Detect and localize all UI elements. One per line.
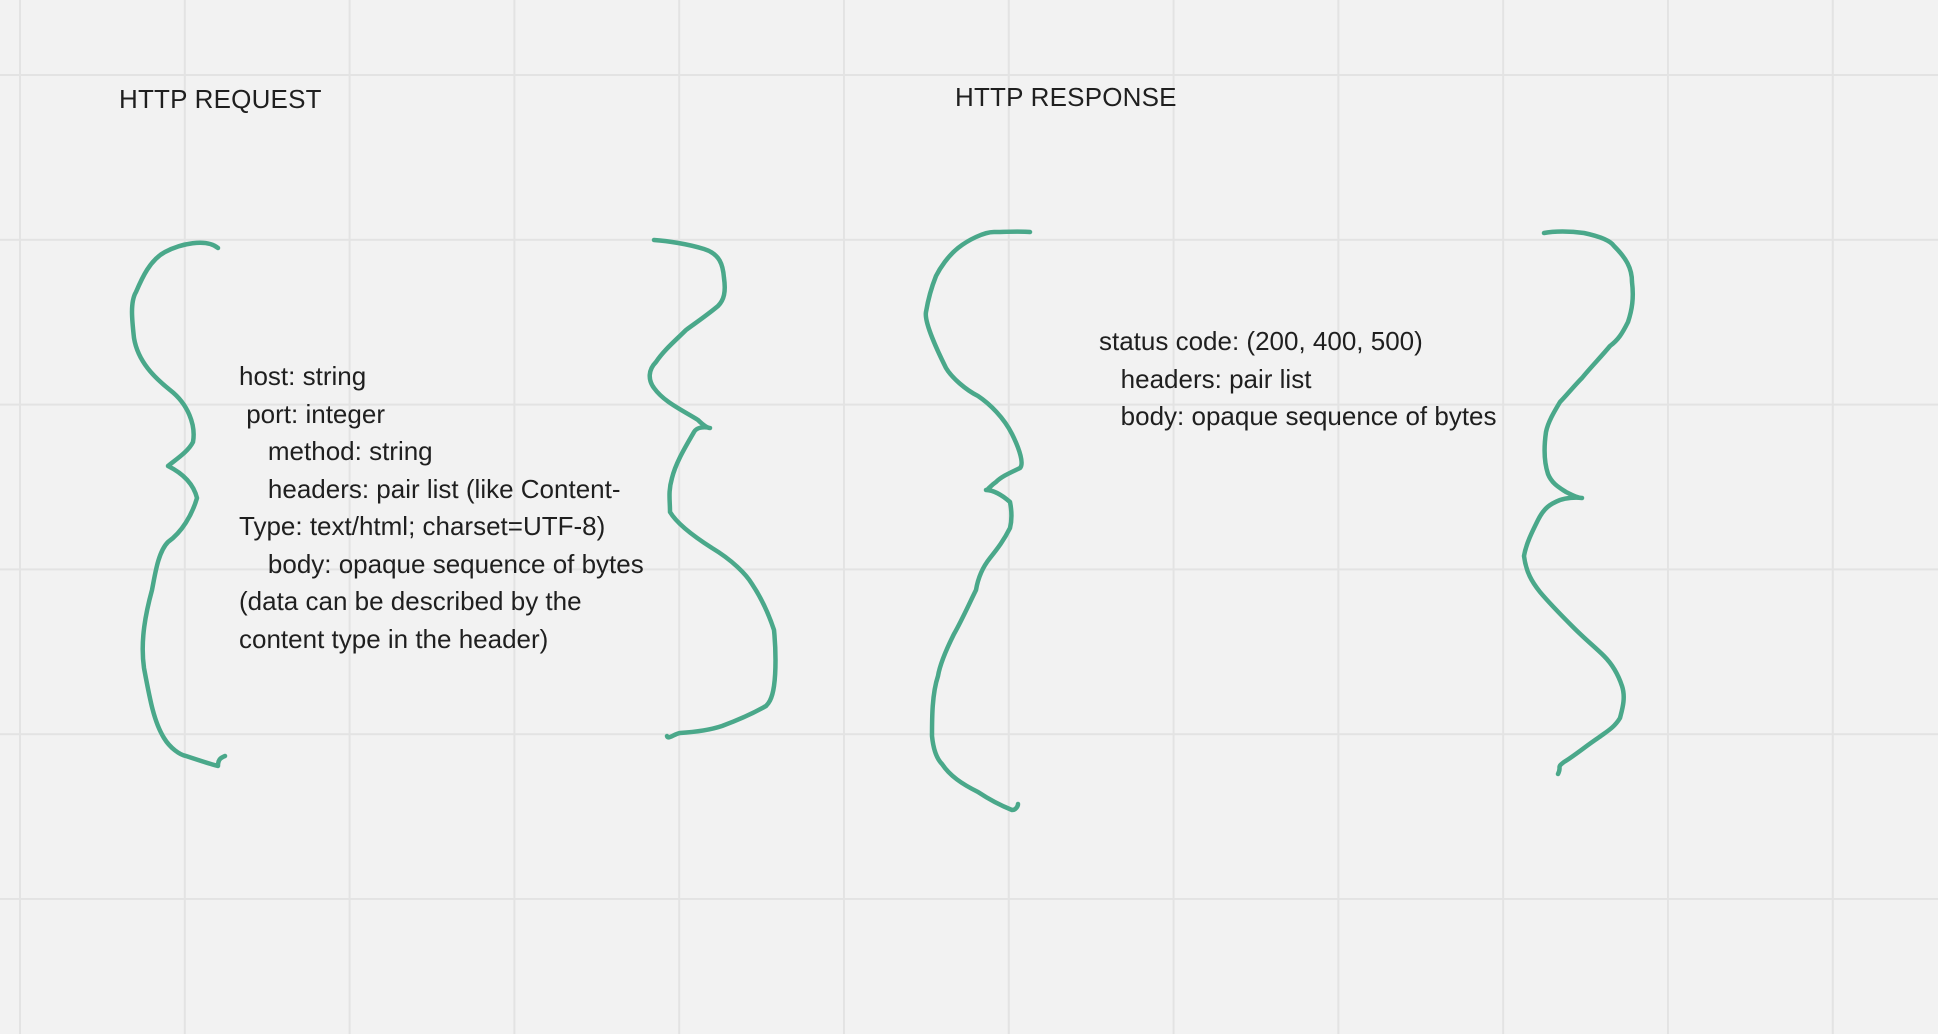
request-field-line: method: string xyxy=(239,436,433,466)
http-response-fields[interactable]: status code: (200, 400, 500) headers: pa… xyxy=(1099,323,1579,436)
http-request-title[interactable]: HTTP REQUEST xyxy=(119,84,322,114)
http-request-fields[interactable]: host: string port: integer method: strin… xyxy=(239,358,679,658)
response-field-line: body: opaque sequence of bytes xyxy=(1099,401,1497,431)
response-left-brace[interactable] xyxy=(923,229,1033,813)
request-field-line: body: opaque sequence of bytes xyxy=(239,548,644,579)
response-right-brace[interactable] xyxy=(1521,229,1636,777)
request-field-line: headers: pair list (like Content- xyxy=(239,473,621,504)
request-left-brace[interactable] xyxy=(129,240,228,769)
response-field-line: status code: (200, 400, 500) xyxy=(1099,326,1423,356)
request-field-line: content type in the header) xyxy=(239,623,549,654)
request-field-line: port: integer xyxy=(239,398,385,429)
response-field-line: headers: pair list xyxy=(1099,363,1312,394)
http-response-title[interactable]: HTTP RESPONSE xyxy=(955,82,1177,112)
request-field-line: host: string xyxy=(239,361,367,391)
request-field-line: Type: text/html; charset=UTF-8) xyxy=(239,511,606,541)
request-field-line: (data can be described by the xyxy=(239,586,582,616)
